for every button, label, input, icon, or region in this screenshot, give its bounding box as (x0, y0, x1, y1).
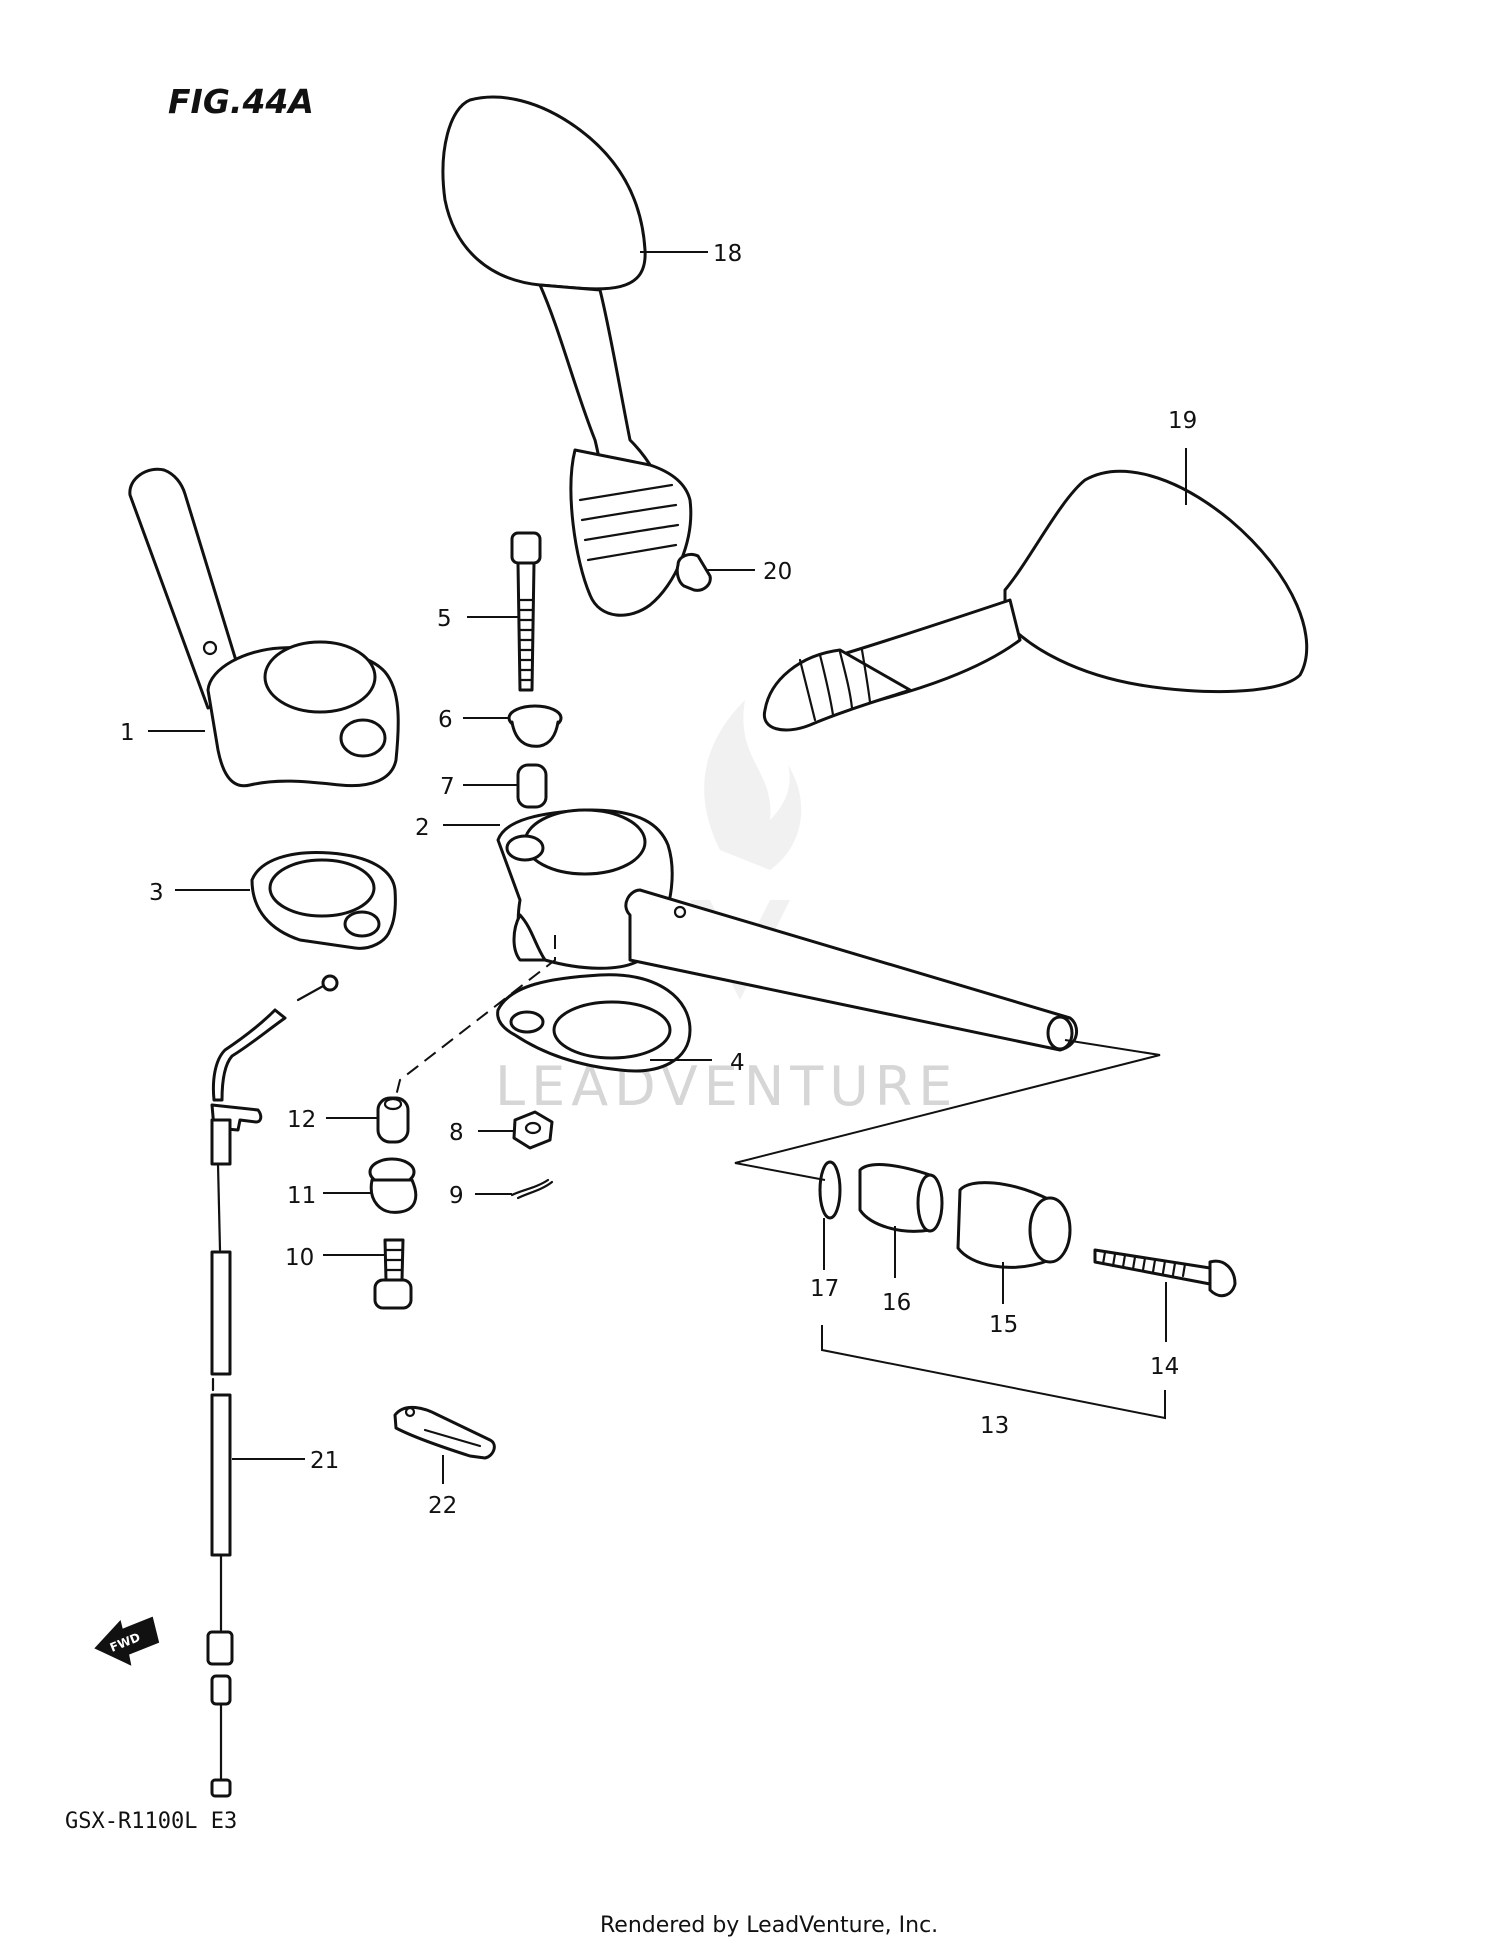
part-19-mirror-right (762, 469, 1309, 732)
callout-16: 16 (882, 1290, 911, 1316)
figure-title: FIG.44A (168, 82, 314, 121)
callout-1: 1 (120, 720, 135, 746)
callout-5: 5 (437, 606, 452, 632)
callout-19: 19 (1168, 408, 1197, 434)
part-4-lower-plate (496, 973, 692, 1073)
callout-20: 20 (763, 559, 792, 585)
part-20-plug (675, 552, 712, 592)
watermark-text: LEADVENTURE (495, 1055, 958, 1118)
callout-22: 22 (428, 1493, 457, 1519)
callout-21: 21 (310, 1448, 339, 1474)
part-9-cotter-pin (510, 1178, 554, 1200)
part-10-bolt (373, 1238, 413, 1310)
fwd-direction-marker: FWD (94, 1616, 160, 1666)
callout-18: 18 (713, 241, 742, 267)
callout-2: 2 (415, 815, 430, 841)
part-3-spacer (250, 850, 397, 950)
callout-7: 7 (440, 774, 455, 800)
part-14-screw (1093, 1248, 1237, 1298)
callout-3: 3 (149, 880, 164, 906)
part-12-collar (376, 1096, 410, 1144)
part-1-handlebar-left (128, 467, 400, 788)
part-6-damper (507, 704, 563, 748)
part-18-mirror-left (441, 95, 693, 617)
assembly-line (389, 935, 556, 1121)
part-16-weight (858, 1163, 944, 1233)
leader-lines (148, 251, 1187, 1484)
part-22-clamp (393, 1405, 496, 1460)
part-8-nut (512, 1110, 554, 1150)
callout-12: 12 (287, 1107, 316, 1133)
callout-6: 6 (438, 707, 453, 733)
callout-14: 14 (1150, 1354, 1179, 1380)
callout-4: 4 (730, 1050, 745, 1076)
part-2-handlebar-right (496, 808, 1079, 1052)
assembly-13-bracket (821, 1325, 1166, 1420)
callout-8: 8 (449, 1120, 464, 1146)
callout-15: 15 (989, 1312, 1018, 1338)
part-17-washer (818, 1160, 842, 1220)
part-15-weight (956, 1181, 1072, 1269)
callout-13: 13 (980, 1413, 1009, 1439)
callout-9: 9 (449, 1183, 464, 1209)
callout-10: 10 (285, 1245, 314, 1271)
footer-credit: Rendered by LeadVenture, Inc. (600, 1913, 938, 1938)
callout-11: 11 (287, 1183, 316, 1209)
callout-17: 17 (810, 1276, 839, 1302)
assembly-13-zigzag (734, 1039, 1161, 1181)
part-11-damper (368, 1157, 418, 1214)
part-5-bolt (510, 531, 542, 692)
part-21-throttle-cable (206, 974, 339, 1798)
model-code: GSX-R1100L E3 (65, 1809, 237, 1834)
part-7-collar (516, 763, 548, 809)
